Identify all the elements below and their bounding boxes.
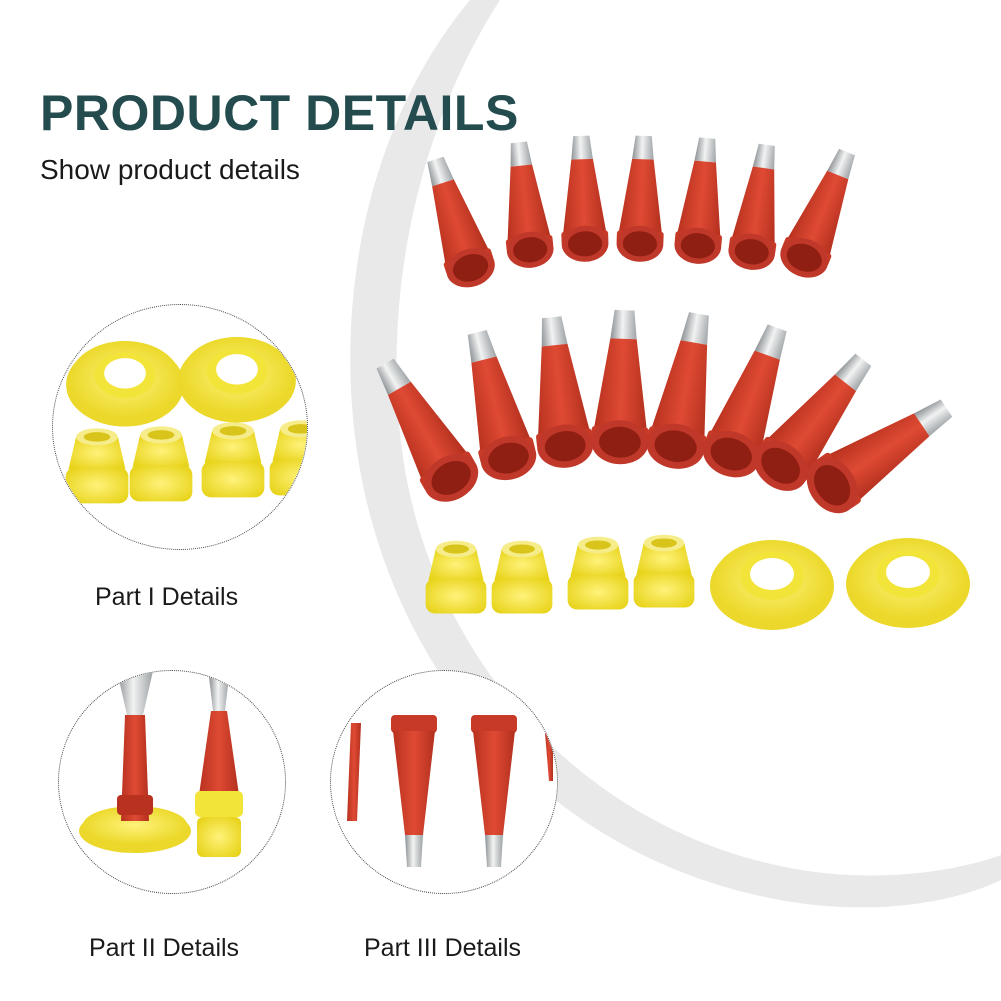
page-title: PRODUCT DETAILS (40, 85, 519, 141)
nozzle-icon (411, 151, 500, 294)
flange-icon (66, 341, 184, 427)
flange-icon (846, 538, 970, 628)
page-subtitle: Show product details (40, 154, 300, 185)
adapter-icon (491, 540, 553, 614)
background-ring (350, 0, 1001, 908)
adapter-icon (567, 536, 629, 610)
adapter-row (425, 534, 970, 630)
nozzle-icon (495, 139, 556, 271)
nozzle-icon (590, 309, 654, 466)
adapter-icon (129, 426, 193, 502)
adapter-icon (425, 540, 487, 614)
part-3-caption: Part III Details (364, 934, 521, 962)
nozzle-icon (774, 142, 870, 285)
adapter-icon (65, 428, 129, 504)
nozzle-row-top (411, 135, 870, 294)
detail-circle-part-1 (52, 304, 308, 550)
part-1-caption: Part I Details (95, 583, 239, 611)
adapter-icon (633, 534, 695, 608)
nozzle-row-bottom (360, 308, 964, 523)
detail-circle-part-2 (58, 670, 286, 894)
flange-icon (710, 540, 834, 630)
part-2-caption: Part II Details (89, 934, 240, 962)
adapter-icon (201, 422, 265, 498)
nozzle-icon (672, 136, 731, 266)
nozzle-icon (557, 135, 610, 263)
flange-icon (178, 337, 296, 423)
nozzle-icon (615, 135, 668, 263)
detail-circle-part-3 (330, 670, 558, 894)
adapter-icon (269, 420, 307, 496)
